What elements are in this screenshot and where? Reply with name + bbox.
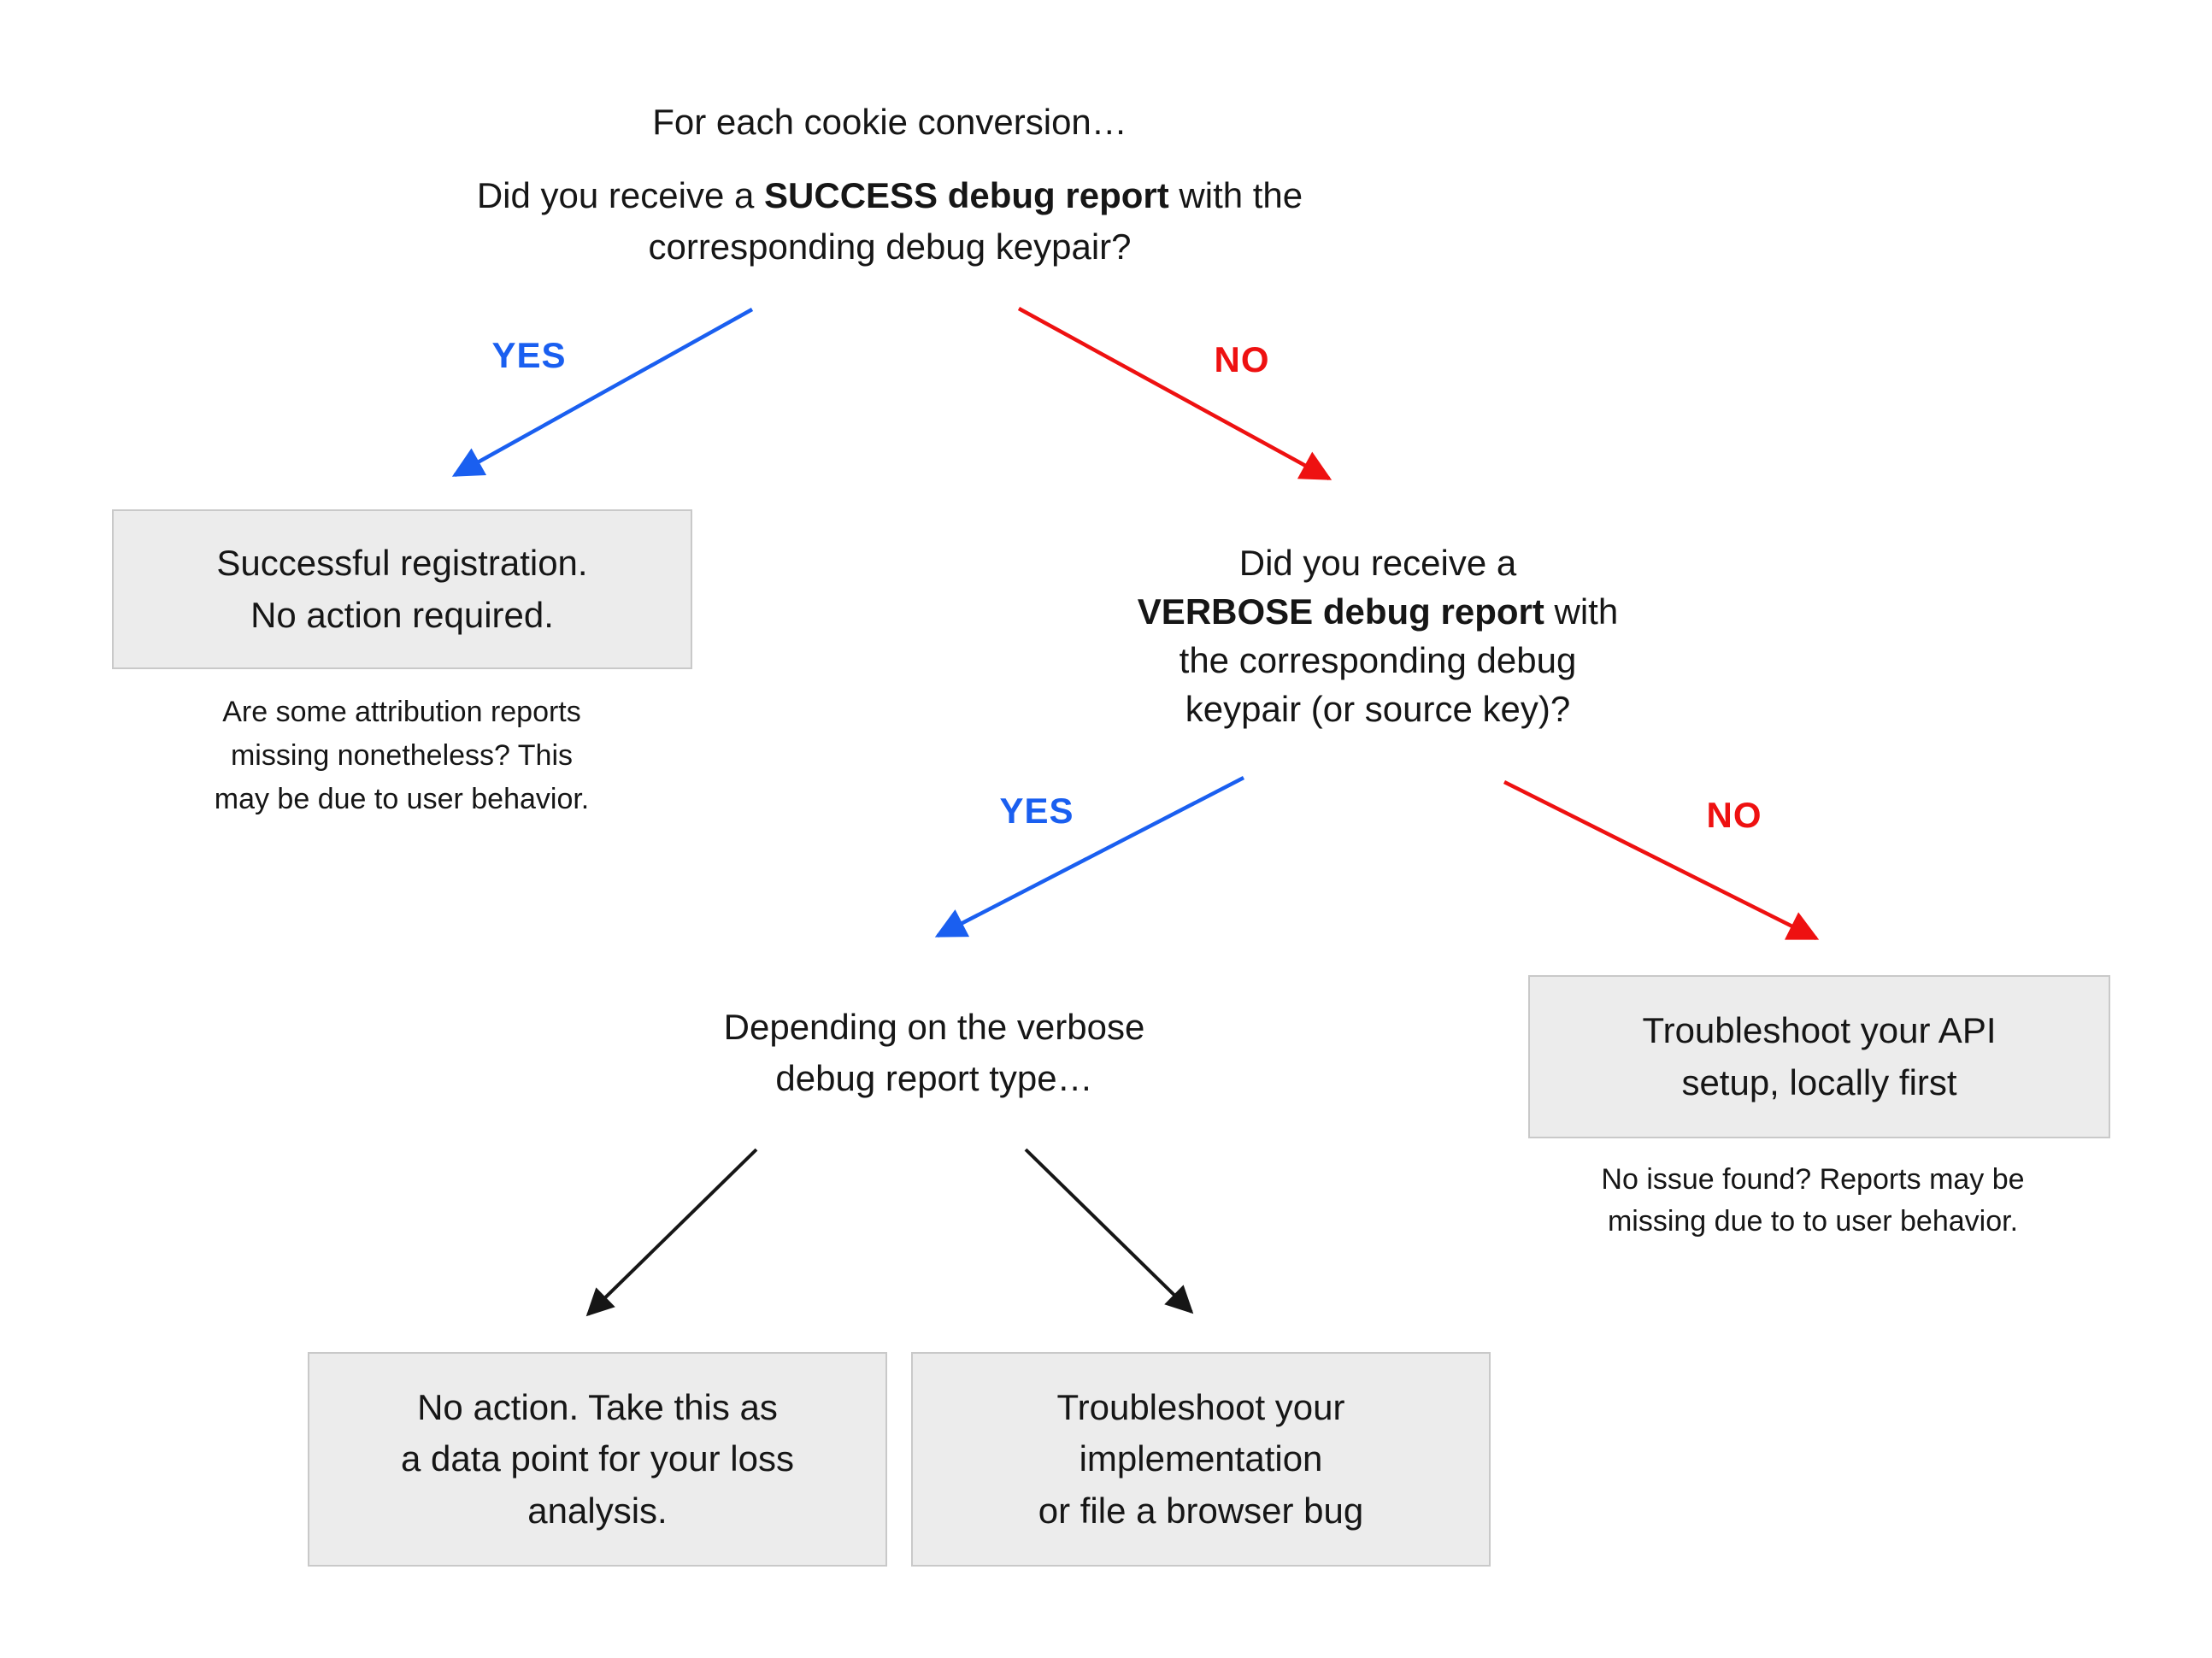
note-api: No issue found? Reports may be missing d… [1601, 1159, 2024, 1244]
box-successful-registration-line2: No action required. [250, 594, 554, 635]
report-type-arrow-left [585, 1148, 758, 1317]
box-troubleshoot-api-line2: setup, locally first [1681, 1061, 1957, 1102]
question-verbose-report: Did you receive a VERBOSE debug report w… [1138, 538, 1618, 733]
box-troubleshoot-implementation-line2: implementation [1079, 1438, 1323, 1479]
box-successful-registration-line1: Successful registration. [216, 543, 588, 584]
no-label-success: NO [1214, 339, 1270, 379]
question-verbose-line2-bold: VERBOSE debug report [1137, 591, 1544, 632]
note-success-line3: may be due to user behavior. [214, 783, 590, 815]
depending-line1: Depending on the verbose [723, 1007, 1145, 1047]
no-arrow-verbose [1503, 779, 1820, 941]
box-troubleshoot-api-line1: Troubleshoot your API [1642, 1010, 1997, 1051]
question-success-line1-pre: Did you receive a [476, 175, 765, 215]
depending-text: Depending on the verbose debug report ty… [724, 1002, 1145, 1104]
yes-label-verbose: YES [999, 791, 1074, 831]
note-api-line1: No issue found? Reports may be [1601, 1163, 2025, 1196]
note-success-line2: missing nonetheless? This [230, 739, 574, 772]
box-loss-analysis-line3: analysis. [527, 1490, 668, 1531]
box-loss-analysis: No action. Take this as a data point for… [308, 1352, 887, 1567]
box-troubleshoot-implementation-line3: or file a browser bug [1038, 1490, 1364, 1531]
question-verbose-line1: Did you receive a [1238, 543, 1517, 583]
no-label-verbose: NO [1706, 795, 1762, 835]
intro-line: For each cookie conversion… [652, 102, 1127, 142]
note-success-line1: Are some attribution reports [222, 696, 581, 728]
box-troubleshoot-api: Troubleshoot your API setup, locally fir… [1528, 975, 2110, 1138]
report-type-arrow-right [1024, 1148, 1194, 1314]
question-verbose-line2-post: with [1544, 591, 1619, 632]
yes-label-success: YES [491, 335, 567, 375]
note-success: Are some attribution reports missing non… [215, 691, 590, 821]
yes-arrow-verbose [934, 776, 1245, 938]
depending-line2: debug report type… [775, 1058, 1093, 1099]
box-troubleshoot-implementation-line1: Troubleshoot your [1056, 1387, 1345, 1428]
question-success-line2: corresponding debug keypair? [648, 226, 1132, 268]
question-verbose-line3: the corresponding debug [1179, 640, 1577, 681]
question-success-report: Did you receive a SUCCESS debug report w… [477, 170, 1303, 273]
question-success-line1-bold: SUCCESS debug report [764, 175, 1169, 215]
no-arrow-success [1017, 307, 1332, 480]
box-loss-analysis-line1: No action. Take this as [417, 1387, 778, 1428]
box-troubleshoot-implementation: Troubleshoot your implementation or file… [911, 1352, 1491, 1567]
question-success-line1-post: with the [1168, 175, 1303, 215]
question-verbose-line2: VERBOSE debug report with [1138, 587, 1618, 636]
intro-text: For each cookie conversion… [652, 97, 1127, 148]
question-success-line1: Did you receive a SUCCESS debug report w… [477, 170, 1303, 221]
note-api-line2: missing due to to user behavior. [1607, 1205, 2019, 1238]
box-loss-analysis-line2: a data point for your loss [401, 1438, 794, 1479]
question-verbose-line4: keypair (or source key)? [1185, 689, 1571, 730]
box-successful-registration: Successful registration. No action requi… [112, 509, 692, 669]
